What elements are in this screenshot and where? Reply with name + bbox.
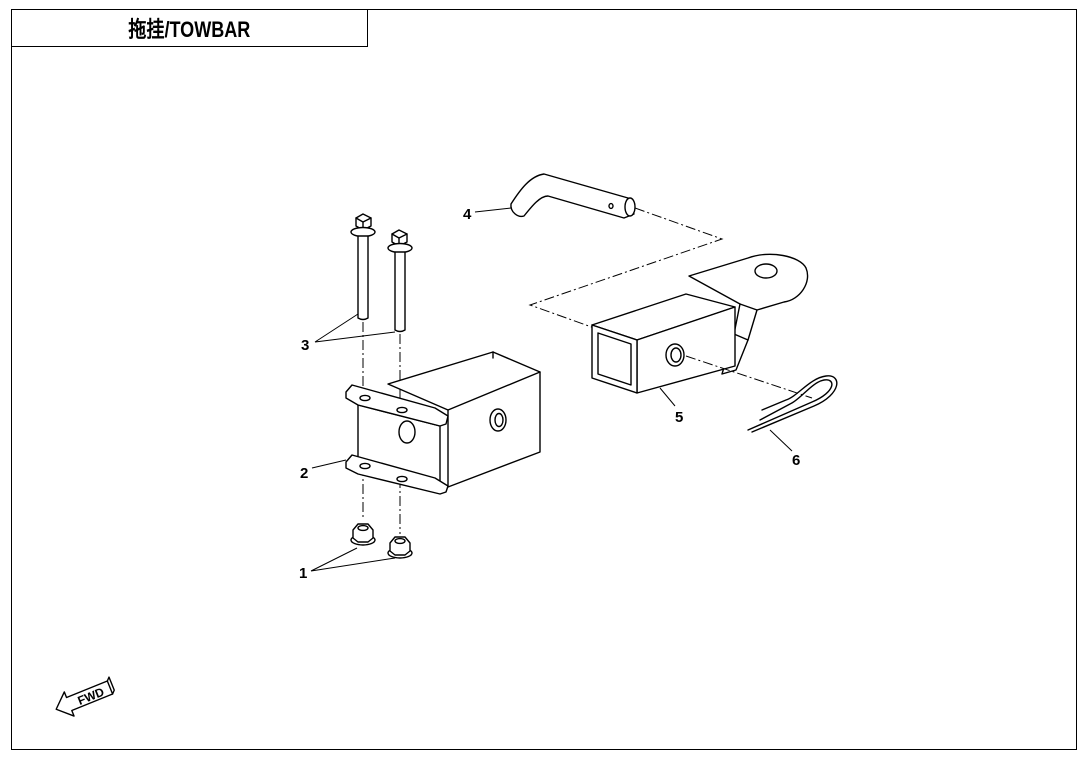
fwd-label: FWD bbox=[76, 685, 107, 708]
drawing-frame bbox=[11, 9, 1077, 750]
flange-bolt-icon bbox=[350, 213, 413, 333]
title-block: 拖挂/TOWBAR bbox=[11, 9, 368, 47]
hitch-pin-icon bbox=[510, 173, 636, 219]
flange-nut-icon bbox=[350, 523, 413, 559]
receiver-bracket-icon bbox=[345, 351, 541, 495]
forward-arrow-icon: FWD bbox=[55, 676, 115, 717]
callout-leaders bbox=[310, 207, 793, 572]
callout-label-1: 1 bbox=[299, 565, 307, 582]
page-title: 拖挂/TOWBAR bbox=[128, 17, 251, 42]
callout-label-5: 5 bbox=[675, 409, 683, 426]
callout-label-6: 6 bbox=[792, 452, 800, 469]
ball-mount-drawbar-icon bbox=[591, 253, 809, 394]
callout-label-3: 3 bbox=[301, 337, 309, 354]
callout-label-4: 4 bbox=[463, 206, 472, 223]
r-clip-icon bbox=[747, 375, 838, 433]
callout-label-2: 2 bbox=[300, 465, 308, 482]
